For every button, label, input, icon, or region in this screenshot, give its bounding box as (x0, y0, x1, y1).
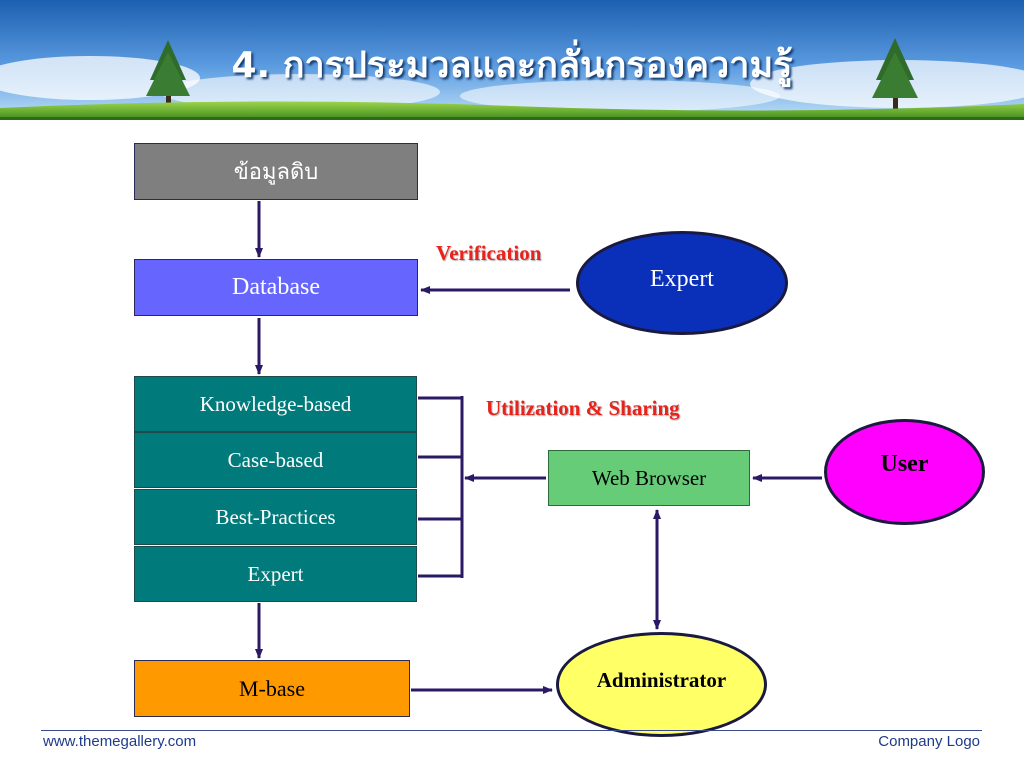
raw-data-box: ข้อมูลดิบ (134, 143, 418, 200)
expert-ellipse: Expert (576, 231, 788, 335)
m-base-box: M-base (134, 660, 410, 717)
user-ellipse: User (824, 419, 985, 525)
expert-knowledge-box: Expert (134, 546, 417, 602)
tree-icon (146, 40, 190, 110)
web-browser-box: Web Browser (548, 450, 750, 506)
footer-divider (41, 730, 982, 731)
utilization-sharing-label: Utilization & Sharing (486, 396, 680, 420)
case-based-box: Case-based (134, 432, 417, 488)
footer-company-logo: Company Logo (878, 733, 980, 750)
knowledge-bracket (418, 396, 464, 578)
page-title: 4. การประมวลและกลั่นกรองความรู้ (231, 45, 793, 86)
knowledge-stack: Knowledge-based Case-based Best-Practice… (134, 376, 417, 602)
tree-icon (872, 38, 918, 110)
knowledge-based-box: Knowledge-based (134, 376, 417, 432)
best-practices-box: Best-Practices (134, 489, 417, 545)
administrator-ellipse: Administrator (556, 632, 767, 737)
sky-landscape-image (0, 0, 1024, 120)
footer-website: www.themegallery.com (43, 733, 197, 750)
header-banner: 4. การประมวลและกลั่นกรองความรู้ (0, 0, 1024, 120)
database-box: Database (134, 259, 418, 316)
verification-label: Verification (436, 241, 542, 265)
